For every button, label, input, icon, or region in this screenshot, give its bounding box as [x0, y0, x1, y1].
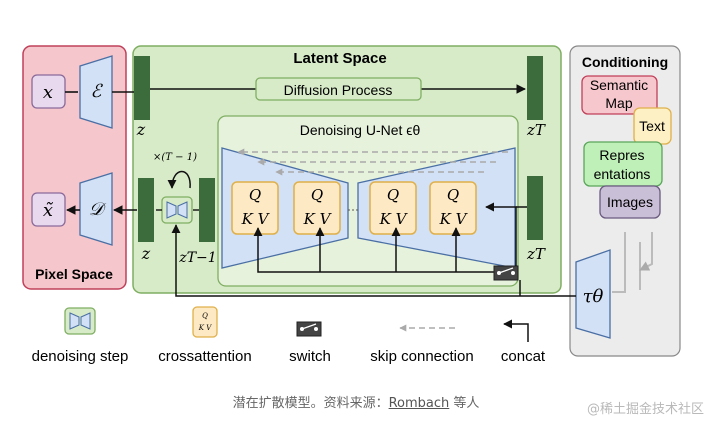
diffusion-process-label: Diffusion Process — [284, 82, 393, 98]
encoder-shape — [79, 55, 113, 129]
input-x-label: x — [43, 82, 53, 103]
latent-bar-z-top — [134, 56, 150, 120]
legend-skip-connection: skip connection — [370, 348, 473, 365]
tau-theta-label: τθ — [583, 286, 604, 307]
attention-block-4: Q K V — [429, 181, 477, 235]
z-top-label: z — [136, 120, 146, 139]
legend-switch: switch — [289, 348, 331, 365]
repeat-label: ×(T − 1) — [153, 152, 197, 163]
latent-bar-zT-bottom — [527, 176, 543, 240]
legend-switch-icon — [296, 321, 322, 337]
representations-line2: entations — [594, 166, 651, 182]
representations-line1: Repres — [599, 147, 644, 163]
conditioning-routing — [253, 227, 508, 273]
attention-block-1: Q K V — [231, 181, 279, 235]
legend-crossattention-icon — [192, 306, 218, 338]
diffusion-process-box — [255, 77, 422, 101]
legend-denoising-icon-left — [69, 312, 80, 330]
images-label: Images — [607, 194, 653, 210]
latent-bar-zT-top — [527, 56, 543, 120]
pixel-space-title: Pixel Space — [35, 266, 113, 282]
attention-kv-3: K V — [379, 210, 409, 228]
latent-space-title: Latent Space — [293, 50, 386, 67]
unet-title: Denoising U-Net ϵθ — [300, 122, 421, 138]
denoising-step-icon-right — [177, 201, 188, 219]
attention-kv-2: K V — [303, 210, 333, 228]
output-x-tilde-label: x̃ — [43, 200, 54, 221]
denoising-step-icon — [166, 201, 177, 219]
attention-q-4: Q — [447, 186, 459, 204]
switch-symbol — [493, 265, 519, 281]
encoder-label: ℰ — [91, 81, 104, 102]
attention-kv-1: K V — [241, 210, 271, 228]
legend-denoising-icon-right — [80, 312, 91, 330]
legend-concat-icon — [503, 319, 529, 342]
attention-q-1: Q — [249, 186, 261, 204]
conditioning-gray-arrows — [612, 232, 653, 293]
caption-suffix: 等人 — [449, 396, 480, 411]
zT-minus-1-label: zT−1 — [178, 250, 216, 266]
legend-crossattention: crossattention — [158, 348, 251, 365]
attention-q-2: Q — [311, 186, 323, 204]
legend: denoising step Q K V crossattention swit… — [32, 306, 546, 365]
caption-source-link[interactable]: Rombach — [388, 396, 450, 411]
legend-kv: K V — [198, 324, 212, 332]
conditioning-title: Conditioning — [582, 54, 668, 70]
decoder-label: 𝒟 — [89, 199, 107, 220]
semantic-map-line1: Semantic — [590, 77, 648, 93]
zT-top-label: zT — [526, 121, 546, 139]
z-bottom-label: z — [141, 244, 151, 263]
semantic-map-box — [581, 75, 658, 115]
zT-bottom-label: zT — [526, 245, 546, 263]
output-x-tilde-box — [31, 192, 66, 227]
legend-denoising-step: denoising step — [32, 348, 129, 365]
latent-bar-zT-minus-1 — [199, 178, 215, 242]
caption-prefix: 潜在扩散模型。资料来源： — [232, 396, 389, 411]
repeat-loop-arrow — [167, 170, 191, 189]
tau-to-switch — [171, 224, 576, 297]
tau-theta-shape — [575, 249, 611, 339]
attention-block-3: Q K V — [369, 181, 417, 235]
decoder-shape — [79, 172, 113, 246]
attention-q-3: Q — [387, 186, 399, 204]
text-label: Text — [639, 118, 665, 134]
watermark: @稀土掘金技术社区 — [586, 402, 704, 417]
unet-encoder-shape — [221, 147, 349, 269]
semantic-map-line2: Map — [605, 95, 632, 111]
attention-block-2: Q K V — [293, 181, 341, 235]
legend-q: Q — [202, 312, 208, 320]
images-box — [599, 185, 661, 219]
caption: 潜在扩散模型。资料来源：Rombach 等人 — [0, 392, 712, 411]
legend-concat: concat — [501, 348, 546, 365]
attention-kv-4: K V — [439, 210, 469, 228]
latent-bar-z-bottom — [138, 178, 154, 242]
